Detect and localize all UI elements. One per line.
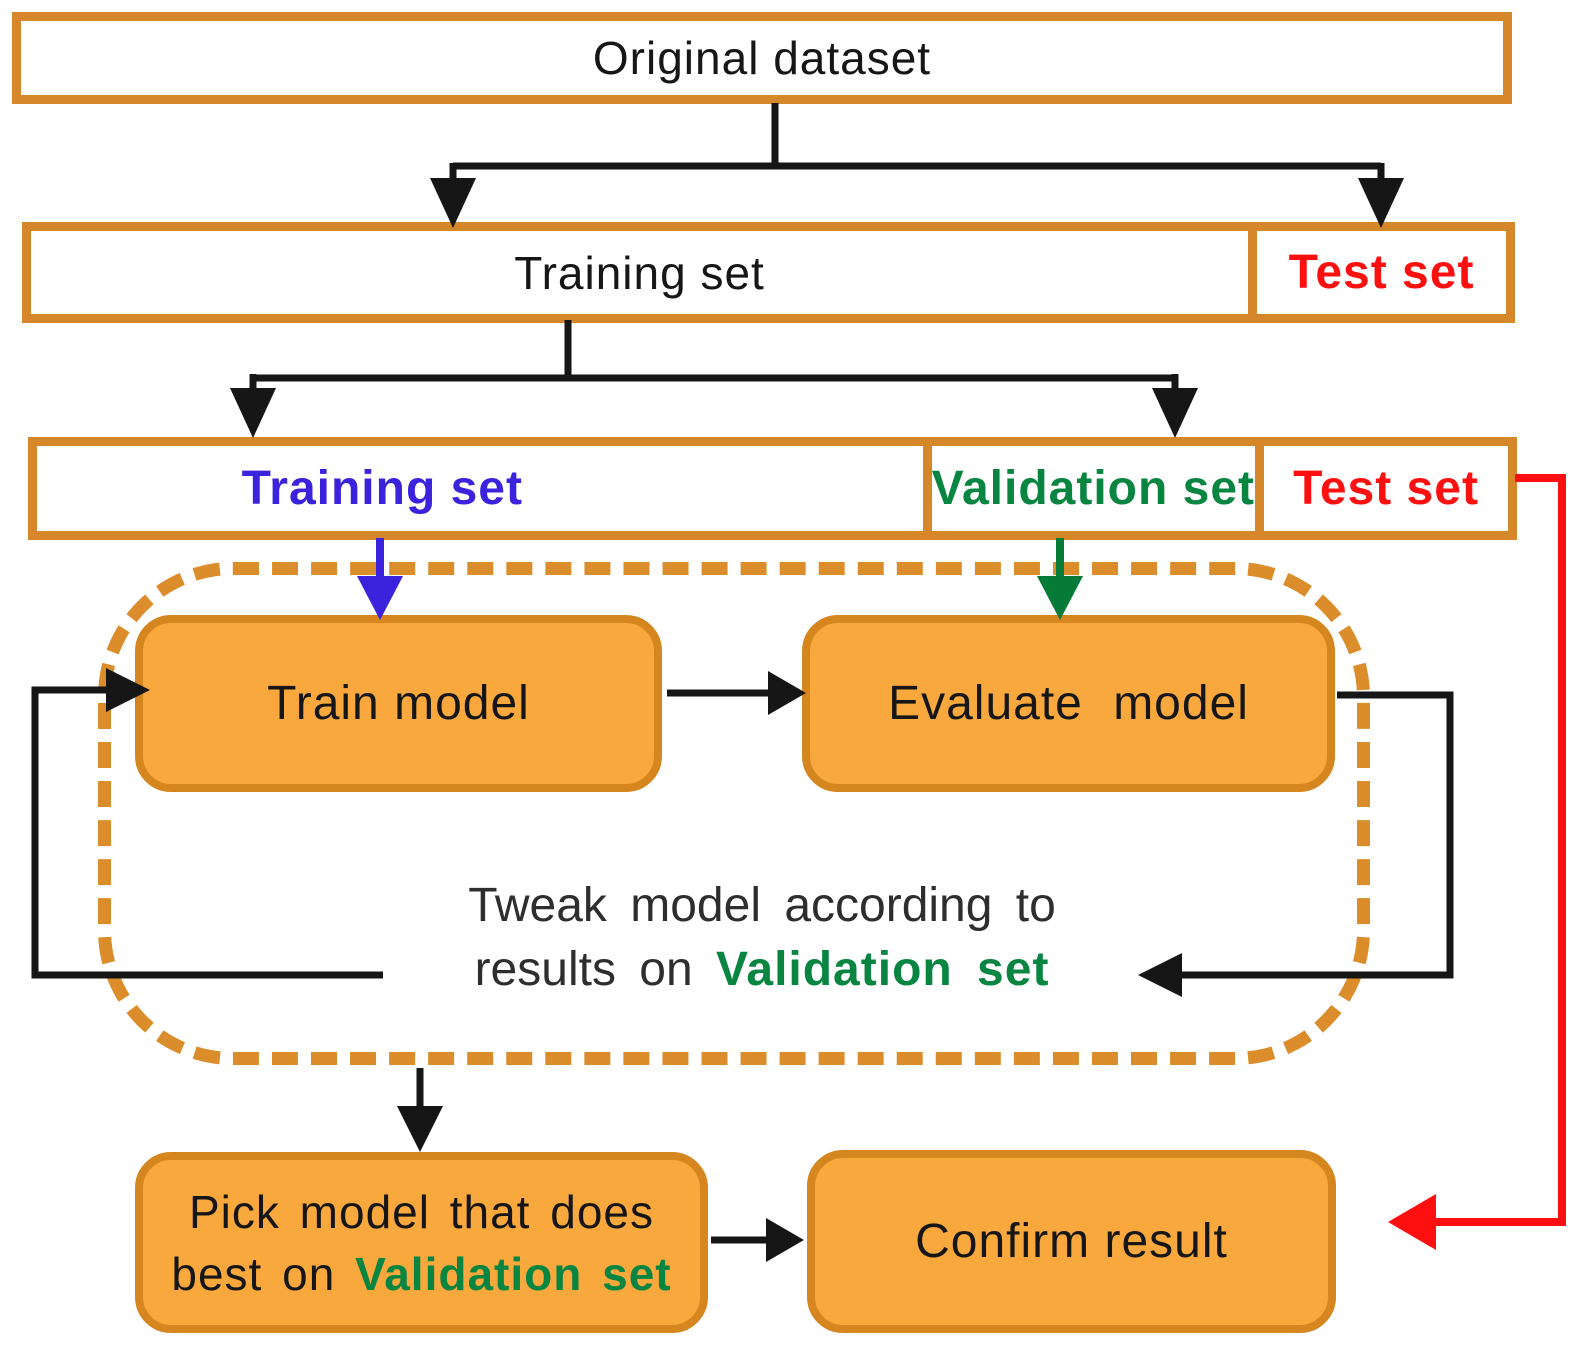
iteration-loop-boundary [98, 562, 1370, 1065]
second-split-validation-cell: Validation set [922, 446, 1255, 531]
confirm-result-label: Confirm result [915, 1215, 1228, 1268]
evaluate-model-node: Evaluate model [802, 615, 1335, 792]
first-split-training-label: Training set [514, 246, 765, 299]
tweak-note-line1: Tweak model according to [468, 879, 1056, 932]
second-split-training-cell: Training set [37, 446, 923, 531]
first-split-test-label: Test set [1288, 246, 1475, 299]
second-split-test-cell: Test set [1255, 446, 1508, 531]
pick-model-line2: best on Validation set [171, 1243, 671, 1305]
first-split-training-cell: Training set [31, 231, 1248, 314]
arrow-train-to-evaluate [667, 671, 806, 715]
tweak-note-line2-prefix: results on [474, 943, 716, 996]
pick-model-line2-prefix: best on [171, 1247, 356, 1300]
train-model-node: Train model [135, 615, 662, 792]
pick-model-validation-highlight: Validation set [355, 1247, 672, 1300]
train-model-label: Train model [267, 677, 530, 730]
arrow-tweak-to-train [31, 668, 383, 979]
first-split-bar: Training set Test set [22, 222, 1515, 323]
second-split-training-label: Training set [241, 462, 523, 515]
arrow-loop-to-pick [397, 1068, 443, 1152]
second-split-bar: Training set Validation set Test set [28, 437, 1517, 540]
pick-model-node: Pick model that does best on Validation … [135, 1152, 708, 1333]
arrow-pick-to-confirm [711, 1218, 804, 1262]
arrow-training-to-split [230, 320, 1198, 438]
arrow-validationset-to-evaluatemodel [1037, 538, 1083, 620]
evaluate-model-label: Evaluate model [888, 677, 1249, 730]
second-split-test-label: Test set [1293, 462, 1479, 515]
arrow-evaluate-to-tweak [1138, 691, 1454, 997]
tweak-note-line2: results on Validation set [400, 938, 1124, 1002]
tweak-model-note: Tweak model according to results on Vali… [400, 874, 1124, 1002]
pick-model-line1: Pick model that does [188, 1185, 654, 1238]
first-split-test-cell: Test set [1248, 231, 1506, 314]
second-split-validation-label: Validation set [931, 462, 1255, 515]
arrow-trainingset-to-trainmodel [357, 538, 403, 620]
original-dataset-cell: Original dataset [21, 21, 1503, 95]
arrow-original-to-split [430, 103, 1404, 228]
tweak-note-validation-highlight: Validation set [716, 943, 1050, 996]
original-dataset-label: Original dataset [592, 32, 932, 84]
original-dataset-bar: Original dataset [12, 12, 1512, 104]
arrow-testset-to-confirm [1388, 474, 1566, 1250]
confirm-result-node: Confirm result [807, 1150, 1336, 1333]
